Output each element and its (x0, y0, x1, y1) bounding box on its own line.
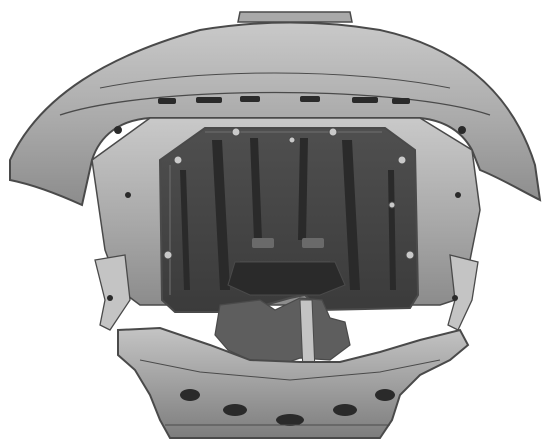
bumper-lower-lip (59, 91, 491, 116)
skid-plate-cutout (227, 261, 346, 296)
subframe-edges (139, 359, 441, 426)
subframe-holes (180, 389, 395, 426)
left-side-bracket (94, 254, 131, 331)
engine-components (214, 297, 351, 366)
bumper-slots (158, 96, 410, 104)
bumper-top-tab (237, 11, 353, 23)
skid-plate-bolts (163, 127, 415, 260)
skid-plate-ribs (180, 138, 396, 290)
skid-plate-emblems (252, 238, 324, 248)
front-subframe (117, 326, 470, 439)
front-bumper (9, 21, 542, 207)
bumper-bolts (107, 126, 466, 301)
bumper-groove-line (99, 72, 451, 89)
